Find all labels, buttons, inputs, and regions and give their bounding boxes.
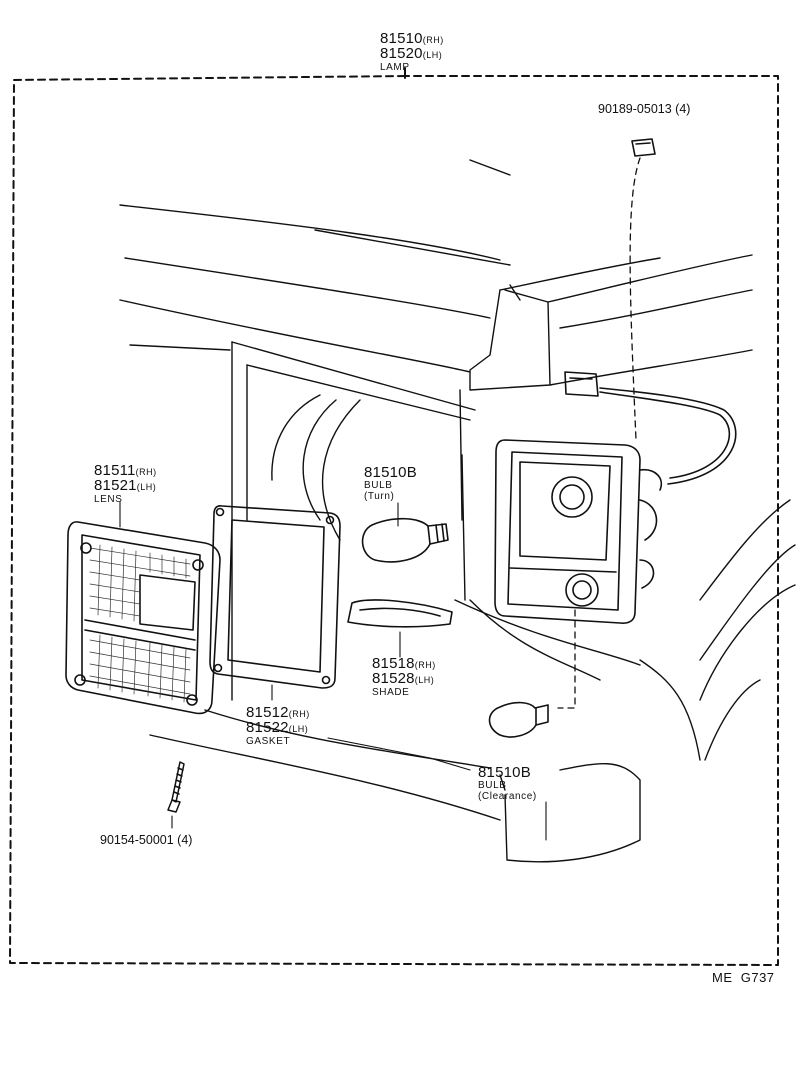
lens-lh-number: 81521: [94, 477, 137, 494]
clearance-bulb-note: (Clearance): [478, 791, 537, 802]
lamp-rh-number: 81510: [380, 30, 423, 47]
vehicle-body-outline: [119, 159, 796, 863]
turn-bulb-callout: 81510B BULB (Turn): [364, 464, 417, 502]
clearance-bulb-name: BULB: [478, 780, 507, 791]
gasket-part: [209, 505, 341, 689]
gasket-callout: 81512(RH) 81522(LH) GASKET: [246, 704, 310, 747]
turn-bulb-note: (Turn): [364, 491, 395, 502]
shade-lh-side: (LH): [414, 675, 435, 685]
gasket-lh-number: 81522: [246, 719, 289, 736]
leader-lines: [119, 501, 547, 841]
lens-callout: 81511(RH) 81521(LH) LENS: [94, 462, 157, 505]
figure-code: ME G737: [712, 970, 775, 985]
lens-part: [65, 521, 221, 715]
lamp-lh-side: (LH): [422, 50, 443, 60]
clip-callout: 90189-05013 (4): [598, 102, 691, 116]
clearance-bulb-callout: 81510B BULB (Clearance): [478, 764, 537, 802]
shade-part: [347, 599, 453, 628]
lamp-name: LAMP: [380, 62, 410, 73]
screw-part: [167, 761, 185, 813]
screw-callout: 90154-50001 (4): [100, 833, 193, 847]
lamp-callout: 81510(RH) 81520(LH) LAMP: [380, 30, 444, 73]
gasket-name: GASKET: [246, 736, 291, 747]
lens-rh-side: (RH): [135, 467, 157, 477]
turn-bulb-number: 81510B: [364, 464, 417, 481]
lamp-lh-number: 81520: [380, 45, 423, 62]
turn-bulb-name: BULB: [364, 480, 393, 491]
lamp-housing-part: [494, 439, 662, 624]
shade-name: SHADE: [372, 687, 410, 698]
turn-bulb-part: [361, 517, 449, 563]
shade-rh-side: (RH): [414, 660, 436, 670]
lens-lh-side: (LH): [136, 482, 157, 492]
gasket-rh-number: 81512: [246, 704, 289, 721]
shade-callout: 81518(RH) 81528(LH) SHADE: [372, 655, 436, 698]
clip-part: [631, 138, 656, 157]
lens-name: LENS: [94, 494, 123, 505]
gasket-lh-side: (LH): [288, 724, 309, 734]
lamp-rh-side: (RH): [422, 35, 444, 45]
alignment-dashes: [557, 157, 641, 709]
clearance-bulb-number: 81510B: [478, 764, 531, 781]
clearance-bulb-part: [488, 701, 549, 738]
shade-rh-number: 81518: [372, 655, 415, 672]
lamp-assembly-frame: [9, 67, 779, 966]
lens-rh-number: 81511: [94, 462, 136, 479]
wiring-harness: [564, 371, 737, 485]
lens-prism-pattern: [89, 544, 191, 703]
gasket-rh-side: (RH): [288, 709, 310, 719]
shade-lh-number: 81528: [372, 670, 415, 687]
